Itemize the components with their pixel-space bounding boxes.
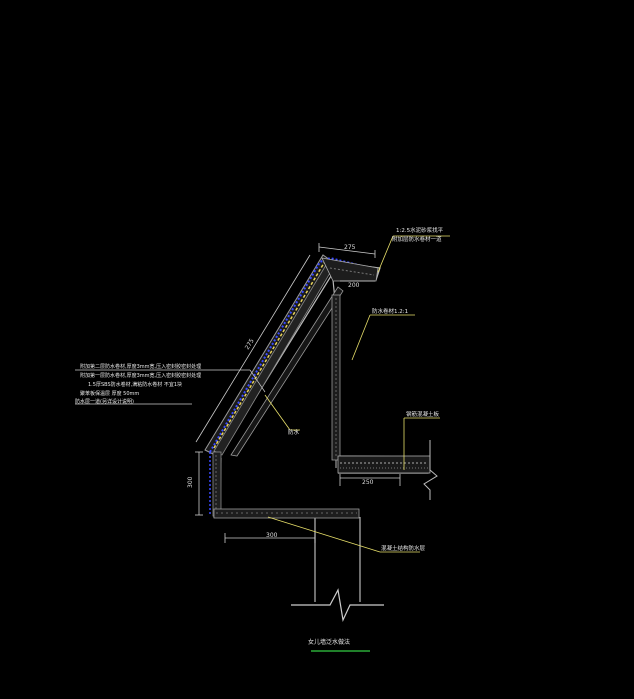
bottom-slab-hatch (213, 508, 360, 519)
break-line-right (423, 440, 438, 500)
slope-hatch-bands (204, 254, 344, 457)
dim-slope: 275 (244, 337, 256, 351)
left-note-3: 1.5厚SBS防水卷材,满粘防水卷材 不宜1块 (88, 381, 182, 388)
callout-mid: 防水 (288, 428, 300, 436)
callout-right-low: 钢筋混凝土板 (406, 410, 440, 418)
leader-lines (264, 235, 450, 553)
right-vertical-hatch (331, 294, 341, 461)
callout-bottom-right: 混凝土结构防水层 (381, 544, 426, 552)
break-line (291, 588, 384, 623)
roof-slab-hatch (337, 455, 431, 474)
dim-top-small: 200 (348, 282, 360, 289)
left-note-leader-lines (75, 369, 266, 405)
dim-right-bottom: 250 (362, 479, 374, 486)
dim-left-height: 300 (187, 476, 194, 488)
left-column-hatch (212, 451, 222, 517)
dim-top-width: 275 (344, 244, 356, 251)
left-note-5: 防水层一道(另详设计说明) (75, 398, 134, 405)
top-cap-hatch (321, 257, 379, 282)
left-note-1: 附加第二层防水卷材,厚度3mm宽,压入密封胶密封处理 (80, 363, 201, 370)
callout-top-right-2: 附加层防水卷材一道 (392, 235, 442, 243)
callout-top-right-1: 1:2.5水泥砂浆找平 (396, 226, 444, 234)
footer-label: 女儿墙泛水做法 (308, 638, 350, 646)
callout-right-mid: 防水卷材1.2:1 (372, 307, 408, 315)
dim-bottom-width: 300 (266, 532, 278, 539)
left-note-2: 附加第一层防水卷材,厚度3mm宽,压入密封胶密封处理 (80, 372, 201, 379)
dimension-lines (195, 243, 401, 543)
left-note-4: 聚苯板保温层 厚度 50mm (80, 390, 139, 397)
